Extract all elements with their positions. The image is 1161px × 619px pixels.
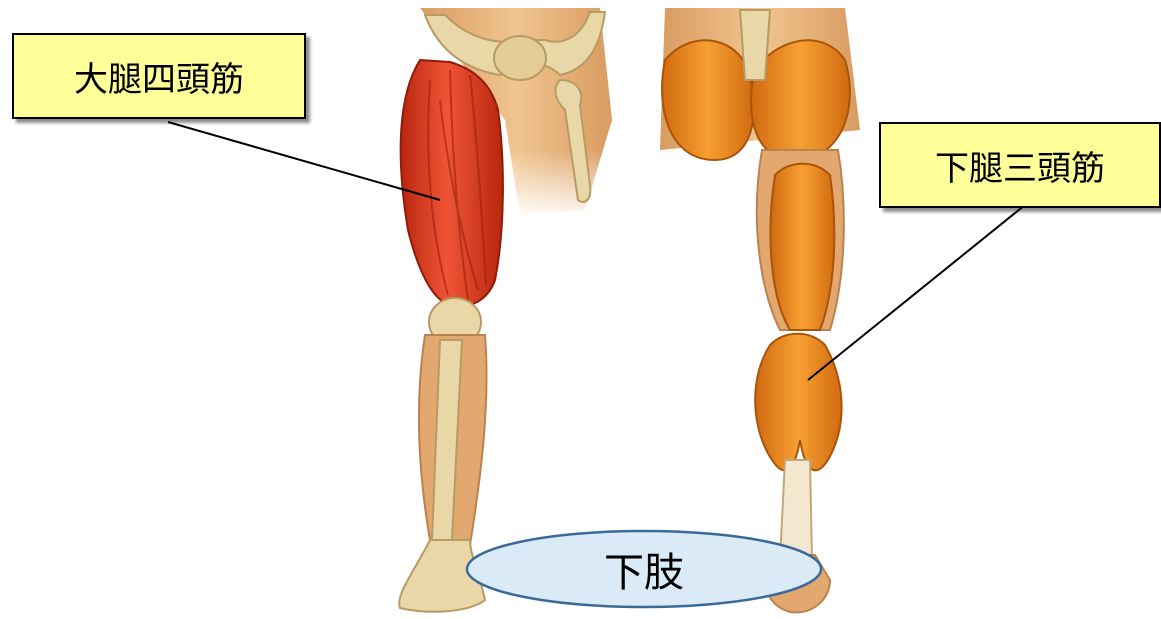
lower-limb-label: 下肢 xyxy=(467,531,821,607)
front-leg xyxy=(399,8,620,612)
sacrum-back-bone xyxy=(740,10,770,80)
quadriceps-label-text: 大腿四頭筋 xyxy=(74,52,244,101)
left-pointer-line xyxy=(168,122,440,200)
front-skin-fade xyxy=(500,150,620,220)
triceps-surae-muscle xyxy=(755,334,841,471)
triceps-surae-label: 下腿三頭筋 xyxy=(879,122,1161,208)
quadriceps-label: 大腿四頭筋 xyxy=(12,33,306,119)
hamstring-muscle xyxy=(770,164,834,330)
sacrum-bone xyxy=(494,36,546,80)
lower-limb-label-text: 下肢 xyxy=(604,540,684,598)
triceps-surae-label-text: 下腿三頭筋 xyxy=(935,141,1105,190)
gluteus-left-muscle xyxy=(662,40,754,160)
back-leg xyxy=(660,8,860,612)
